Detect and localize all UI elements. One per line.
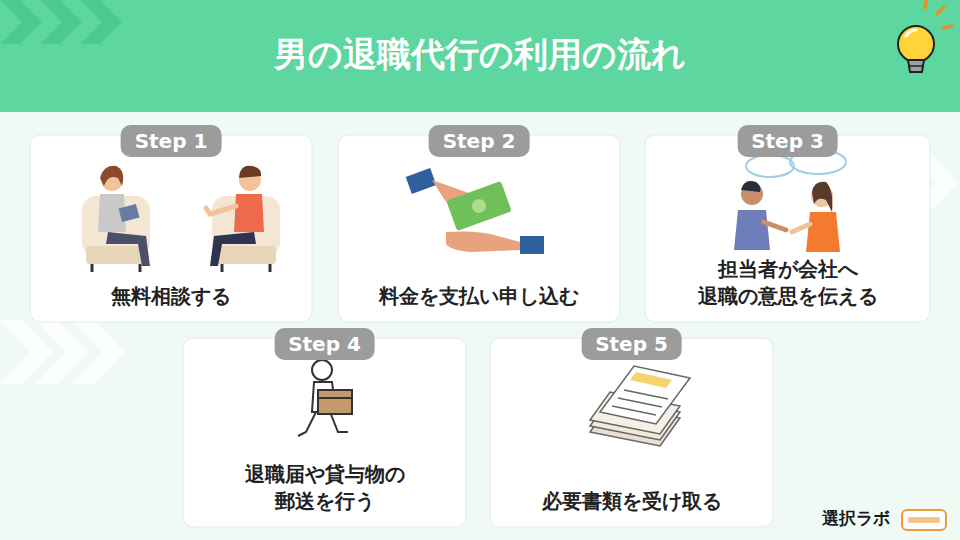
step-label: Step 5 — [581, 328, 682, 360]
logo-text: 選択ラボ — [822, 508, 890, 528]
conversation-illustration — [734, 150, 846, 252]
step-card: Step 3担当者が会社へ 退職の意思を伝える — [645, 135, 930, 322]
step-card: Step 1無料相談する — [30, 135, 312, 322]
consultation-illustration — [82, 166, 280, 272]
step-card: Step 5必要書類を受け取る — [490, 338, 773, 527]
step-text: 必要書類を受け取る — [542, 488, 722, 515]
header-chevrons — [0, 0, 122, 44]
step-label: Step 3 — [737, 125, 838, 157]
card-backs — [30, 135, 930, 527]
logo-badge — [902, 510, 946, 530]
step-text: 料金を支払い申し込む — [379, 283, 579, 310]
step-card: Step 4退職届や貸与物の 郵送を行う — [183, 338, 466, 527]
step-label: Step 4 — [274, 328, 375, 360]
step-label: Step 2 — [429, 125, 530, 157]
header-band — [0, 0, 960, 112]
card-back — [183, 338, 466, 527]
payment-illustration — [406, 168, 544, 254]
diagram-title: 男の退職代行の利用の流れ — [0, 32, 960, 76]
card-back — [30, 135, 312, 322]
card-back — [490, 338, 773, 527]
lightbulb-icon — [898, 1, 952, 72]
step-text: 無料相談する — [111, 283, 231, 310]
card-back — [645, 135, 930, 322]
step-label: Step 1 — [121, 125, 222, 157]
step-text: 退職届や貸与物の 郵送を行う — [193, 461, 456, 515]
step-text: 担当者が会社へ 退職の意思を伝える — [655, 256, 920, 310]
documents-illustration — [590, 366, 690, 446]
step-card: Step 2料金を支払い申し込む — [338, 135, 620, 322]
card-back — [338, 135, 620, 322]
mailing-illustration — [298, 360, 352, 436]
